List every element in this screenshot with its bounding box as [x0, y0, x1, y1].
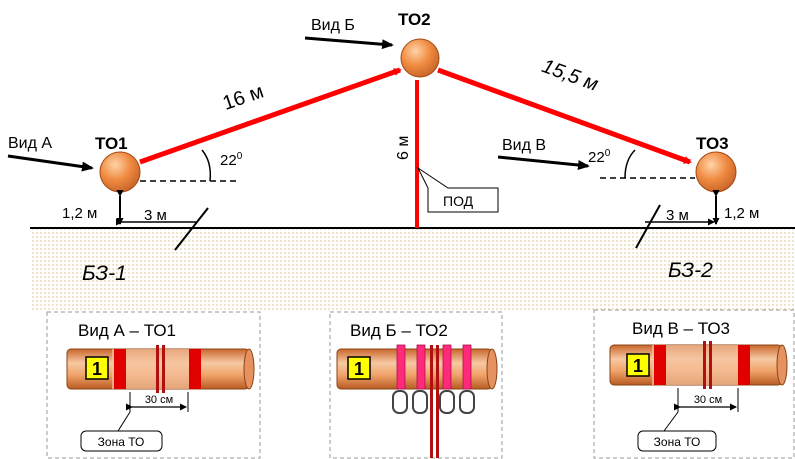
left-slash-mark [174, 207, 209, 251]
label-left-width: 3 м [144, 207, 167, 224]
node-to3 [695, 151, 737, 193]
panel-a-badge [85, 356, 109, 380]
label-right-width: 3 м [666, 207, 689, 224]
label-distance-to2-to3: 15,5 м [539, 55, 601, 96]
panel-a-band-right [189, 349, 201, 389]
label-zone-left: БЗ-1 [82, 262, 127, 285]
panel-a-strap-1 [156, 345, 159, 393]
label-angle-right: 220 [588, 148, 611, 166]
panel-b-strap-1 [396, 344, 406, 390]
panel-b-title: Вид Б – ТО2 [350, 321, 448, 340]
label-zone-right: БЗ-2 [668, 259, 713, 282]
label-angle-left: 220 [220, 151, 243, 169]
ground-zone [30, 228, 795, 310]
label-height: 6 м [395, 136, 412, 160]
panel-v-pipe-end [776, 344, 788, 386]
panel-view-v: Вид В – ТО3 1 30 см Зона ТО [593, 309, 795, 459]
pod-callout-box [416, 166, 499, 213]
panel-b-pipe-end [486, 348, 498, 390]
label-distance-to1-to2: 16 м [220, 81, 266, 115]
panel-v-band-right [738, 345, 750, 385]
panel-v-strap-2 [709, 341, 712, 389]
line-to2-to3 [437, 67, 692, 165]
label-view-b: Вид Б [311, 17, 355, 34]
panel-v-dim-label: 30 см [694, 394, 722, 406]
panel-v-badge-number: 1 [633, 356, 643, 376]
panel-b-carabiner-1 [392, 390, 408, 414]
panel-b-strap-2 [416, 344, 426, 390]
panel-v-band-left [654, 345, 666, 385]
panel-b-carabiner-3 [439, 390, 455, 414]
panel-a-badge-number: 1 [92, 359, 102, 379]
label-to2: ТО2 [398, 10, 431, 29]
label-pod: ПОД [443, 193, 474, 209]
arrow-view-b [304, 36, 394, 50]
label-left-height: 1,2 м [62, 205, 97, 222]
panel-a-zone-label: Зона ТО [98, 435, 145, 449]
panel-v-zone [652, 345, 740, 385]
label-to1: ТО1 [95, 134, 128, 153]
panel-b-strap-4 [462, 344, 472, 390]
right-angle-arc [624, 149, 636, 179]
panel-v-zone-label: Зона ТО [654, 435, 701, 449]
panel-v-zone-callout [637, 430, 717, 452]
panel-b-strap-3 [442, 344, 452, 390]
label-view-v: Вид В [502, 137, 546, 154]
right-slash-mark [635, 204, 661, 249]
panel-b-carabiner-2 [412, 390, 428, 414]
node-to2 [400, 38, 440, 78]
line-to1-to2 [139, 67, 402, 165]
arrow-view-a [7, 154, 94, 172]
arrow-view-v [497, 155, 590, 170]
label-view-a: Вид А [8, 135, 52, 152]
label-right-height: 1,2 м [724, 205, 759, 222]
left-angle-arc [201, 149, 212, 182]
panel-b-rope-1 [430, 345, 433, 458]
panel-v-callout-pointer [663, 411, 679, 432]
panel-a-pipe-end [243, 348, 255, 390]
panel-view-a: Вид А – ТО1 1 30 см Зона ТО [46, 311, 261, 459]
panel-v-badge [626, 353, 650, 377]
panel-b-badge [347, 356, 371, 380]
panel-a-dim-label: 30 см [145, 394, 173, 406]
node-to1 [99, 151, 141, 193]
panel-v-strap-1 [703, 341, 706, 389]
panel-b-rope-2 [436, 345, 439, 458]
panel-a-zone-callout [80, 430, 163, 452]
panel-b-carabiner-4 [459, 390, 475, 414]
panel-a-band-left [114, 349, 126, 389]
panel-v-title: Вид В – ТО3 [632, 319, 730, 338]
panel-a-callout-pointer [117, 411, 131, 432]
panel-view-b: Вид Б – ТО2 1 [329, 311, 503, 459]
panel-b-badge-number: 1 [354, 359, 364, 379]
label-to3: ТО3 [696, 134, 729, 153]
panel-a-strap-2 [162, 345, 165, 393]
panel-a-title: Вид А – ТО1 [78, 321, 176, 340]
